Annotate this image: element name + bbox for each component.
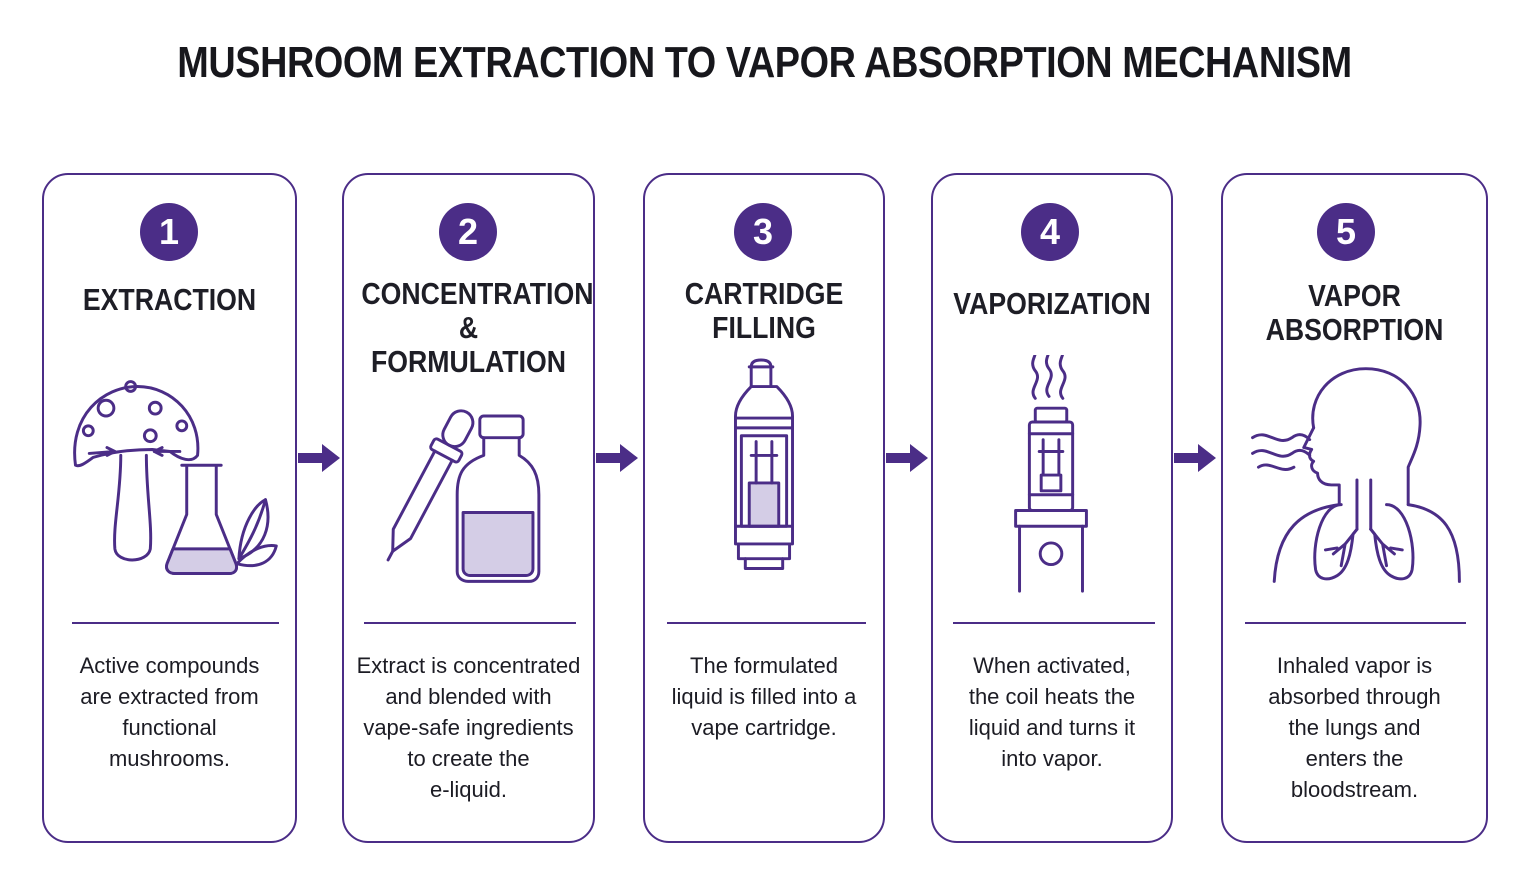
- step-description: When activated, the coil heats the liqui…: [968, 653, 1136, 771]
- divider: [1245, 622, 1466, 624]
- step-number-badge: 5: [1317, 203, 1375, 261]
- vape-device-steam-icon: [1014, 355, 1088, 593]
- arrow-right-icon: [298, 444, 340, 472]
- diagram-title: MUSHROOM EXTRACTION TO VAPOR ABSORPTION …: [177, 38, 1352, 87]
- arrow-right-icon: [1174, 444, 1216, 472]
- step-description: Inhaled vapor is absorbed through the lu…: [1268, 653, 1441, 802]
- dropper-bottle-icon: [386, 409, 541, 583]
- arrow-right-icon: [886, 444, 928, 472]
- vape-cartridge-icon: [734, 358, 794, 570]
- step-title: VAPORIZATION: [953, 286, 1151, 321]
- step-number-badge: 1: [140, 203, 198, 261]
- step-description: Extract is concentrated and blended with…: [356, 653, 581, 802]
- step-card-cartridge-filling: 3 CARTRIDGE FILLING The formulated liqui…: [643, 173, 885, 843]
- step-description: Active compounds are extracted from func…: [79, 653, 260, 771]
- step-number-badge: 4: [1021, 203, 1079, 261]
- step-card-concentration-formulation: 2 CONCENTRATION & FORMULATION Extract is…: [342, 173, 595, 843]
- mushroom-flask-leaf-icon: [73, 380, 278, 575]
- step-card-vapor-absorption: 5 VAPOR ABSORPTION Inhaled vapor is a: [1221, 173, 1488, 843]
- step-description: The formulated liquid is filled into a v…: [671, 653, 857, 740]
- step-title: VAPOR ABSORPTION: [1265, 278, 1444, 347]
- step-title: EXTRACTION: [82, 282, 257, 317]
- divider: [667, 622, 866, 624]
- step-number-badge: 3: [734, 203, 792, 261]
- divider: [72, 622, 279, 624]
- step-card-vaporization: 4 VAPORIZATION When activated, the coil …: [931, 173, 1173, 843]
- step-title: CONCENTRATION & FORMULATION: [361, 276, 594, 379]
- head-lungs-icon: [1251, 367, 1461, 583]
- step-number-badge: 2: [439, 203, 497, 261]
- divider: [953, 622, 1155, 624]
- divider: [364, 622, 576, 624]
- step-card-extraction: 1 EXTRACTION Active comp: [42, 173, 297, 843]
- arrow-right-icon: [596, 444, 638, 472]
- step-title: CARTRIDGE FILLING: [684, 276, 844, 345]
